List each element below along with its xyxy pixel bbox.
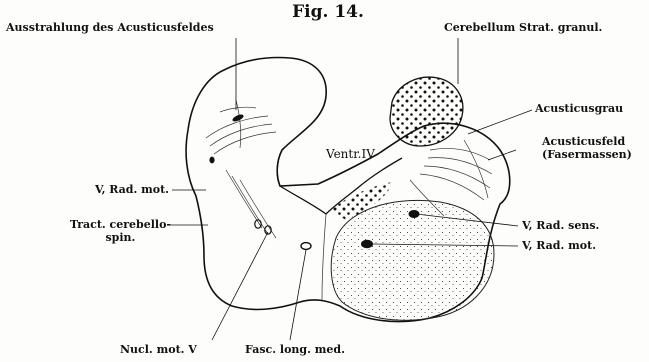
label-ventricle: Ventr.IV xyxy=(326,148,375,160)
cerebellum-granular-layer xyxy=(390,77,463,146)
label-fasc-long-med: Fasc. long. med. xyxy=(245,344,345,355)
label-tract-cerebellospin: Tract. cerebello- spin. xyxy=(70,219,171,244)
median-raphe xyxy=(322,214,326,300)
label-v-rad-sens: V, Rad. sens. xyxy=(522,220,599,231)
figure-title: Fig. 14. xyxy=(288,4,368,21)
ventral-mass-stippled xyxy=(331,200,494,320)
label-ausstrahlung: Ausstrahlung des Acusticusfeldes xyxy=(6,22,214,33)
label-acusticusfeld: Acusticusfeld (Fasermassen) xyxy=(542,136,632,162)
label-acusticusgrau: Acusticusgrau xyxy=(535,103,623,114)
fibre-striations-left xyxy=(206,100,276,238)
label-nucl-mot-v: Nucl. mot. V xyxy=(120,344,197,355)
label-v-rad-mot-left: V, Rad. mot. xyxy=(95,184,169,195)
label-tract-line2: spin. xyxy=(70,232,171,245)
label-v-rad-mot-right: V, Rad. mot. xyxy=(522,240,596,251)
label-cerebellum: Cerebellum Strat. granul. xyxy=(444,22,602,33)
fasc-long-med-spot xyxy=(301,243,311,250)
label-acusticusfeld-line2: (Fasermassen) xyxy=(542,149,632,162)
label-tract-line1: Tract. cerebello- xyxy=(70,219,171,232)
